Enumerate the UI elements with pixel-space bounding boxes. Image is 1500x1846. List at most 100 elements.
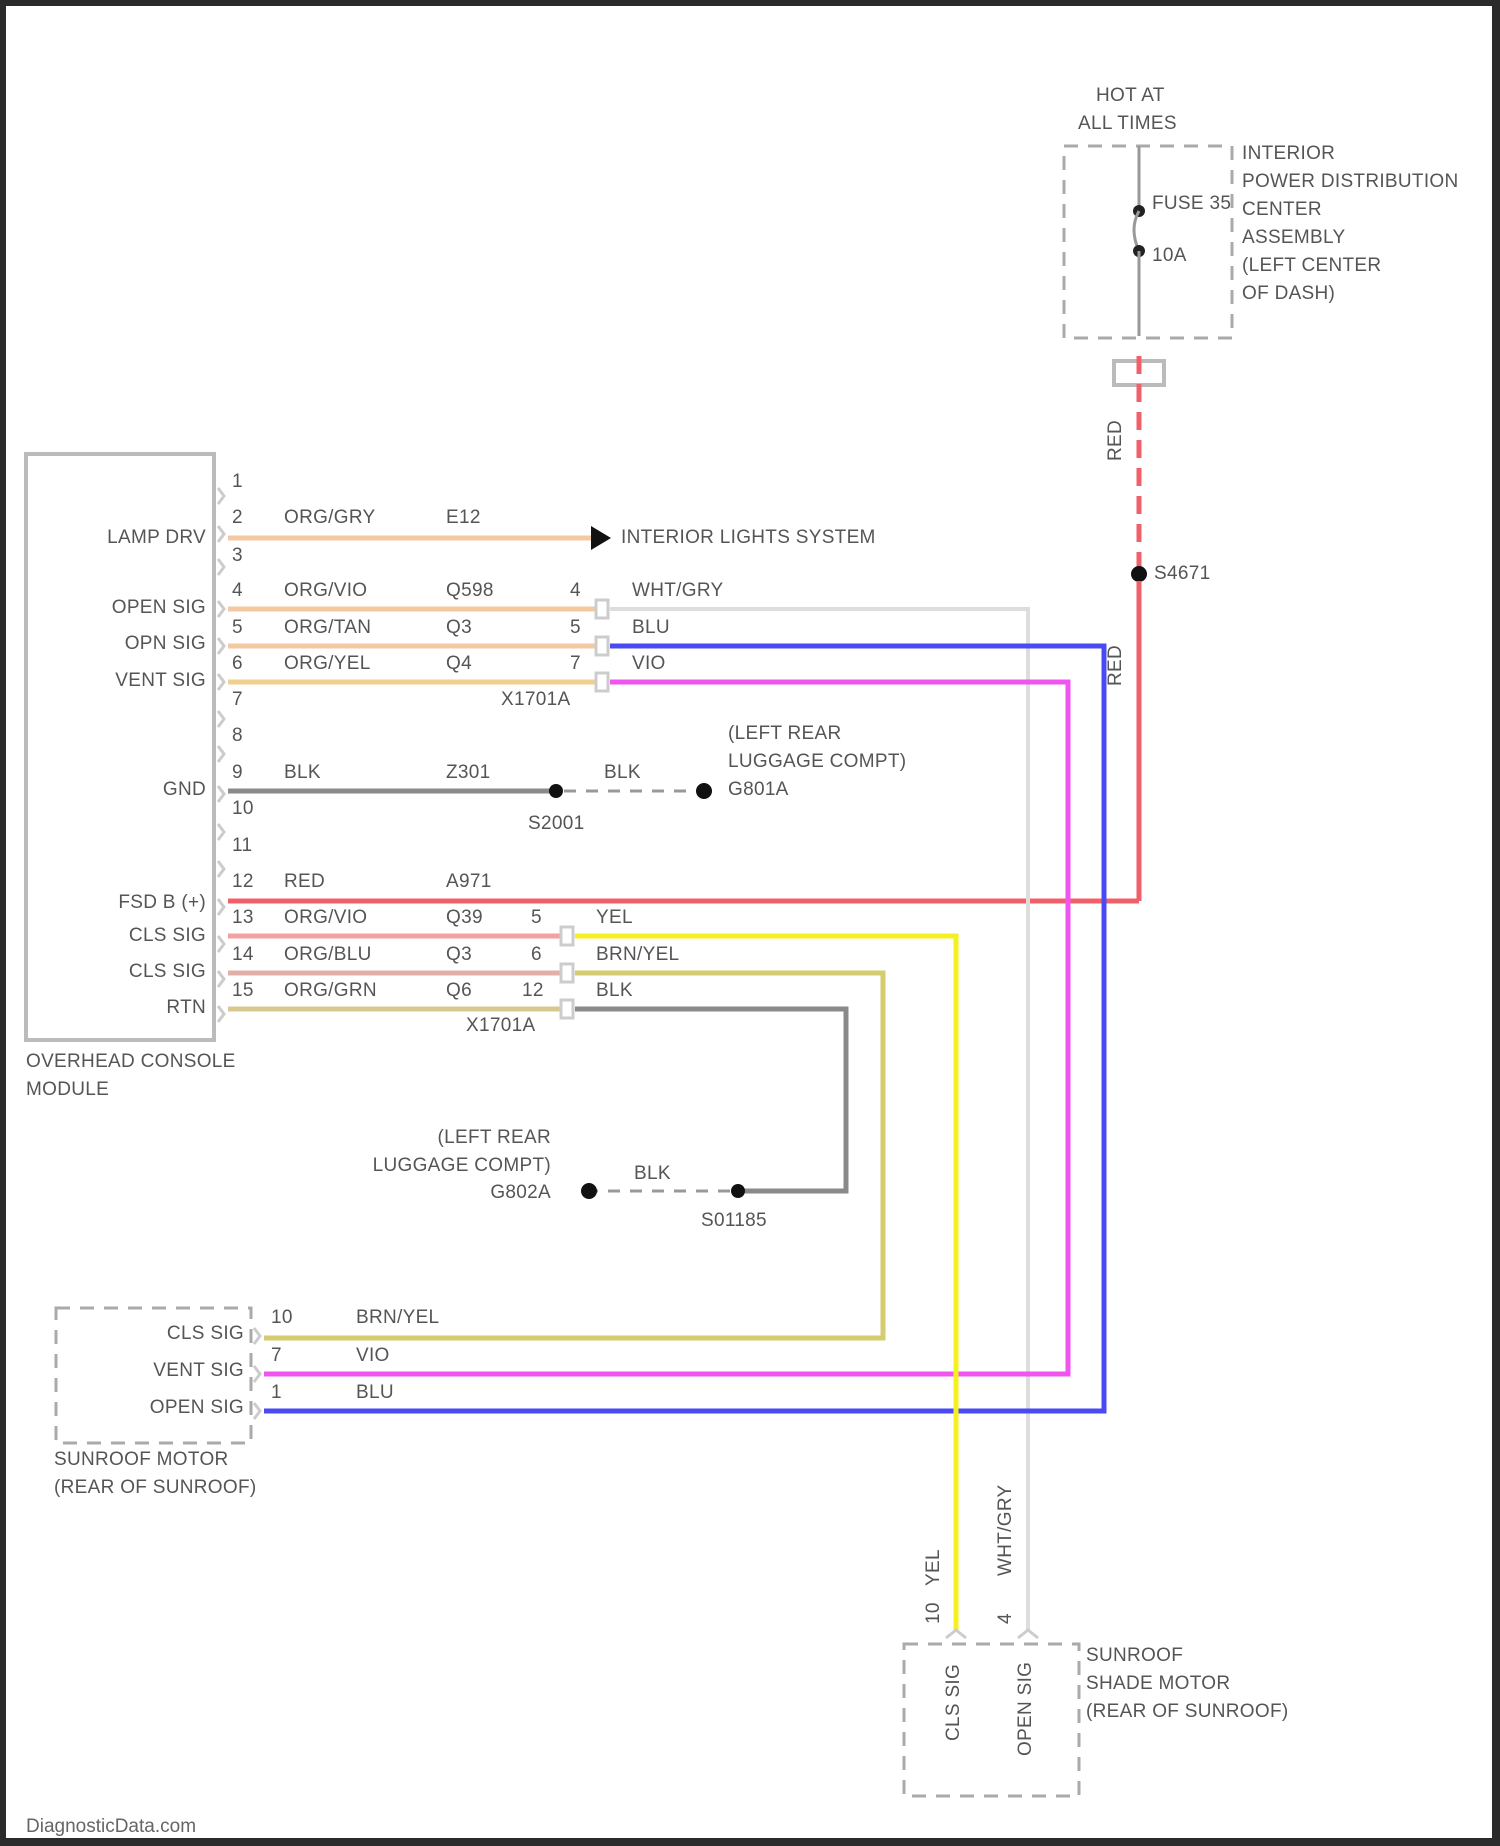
pin-number: 12 bbox=[232, 871, 254, 892]
ipdc-name-5: (LEFT CENTER bbox=[1242, 255, 1382, 276]
splice-s2001 bbox=[549, 784, 563, 798]
wire-color-code: ORG/YEL bbox=[284, 653, 371, 674]
ground-1-loc-2: LUGGAGE COMPT) bbox=[728, 751, 907, 772]
module-name-2: MODULE bbox=[26, 1079, 110, 1100]
wiring-diagram-svg bbox=[24, 144, 1234, 1798]
splice-label: S4671 bbox=[1154, 563, 1211, 584]
ipdc-name-6: OF DASH) bbox=[1242, 283, 1336, 304]
inline-connector-lower bbox=[559, 925, 575, 1020]
sunroof-motor-box bbox=[54, 1306, 253, 1445]
shade-motor-name-2: SHADE MOTOR bbox=[1086, 1673, 1231, 1694]
pin-number: 10 bbox=[232, 798, 254, 819]
shade-motor-name-1: SUNROOF bbox=[1086, 1645, 1184, 1666]
shade-pin-cls-sig: CLS SIG bbox=[943, 1663, 964, 1741]
pin-number: 13 bbox=[232, 907, 254, 928]
wire-color-code: ORG/GRY bbox=[284, 507, 376, 528]
dest-color: VIO bbox=[632, 653, 666, 674]
wire-color-code: ORG/TAN bbox=[284, 617, 372, 638]
pin-label-vent-sig: VENT SIG bbox=[115, 670, 206, 691]
pin-label-open-sig: OPEN SIG bbox=[111, 597, 206, 618]
shade-motor-name-3: (REAR OF SUNROOF) bbox=[1086, 1701, 1289, 1722]
dest-pin: 12 bbox=[522, 980, 544, 1001]
pin-number: 5 bbox=[232, 617, 243, 638]
splice-s2001-label: S2001 bbox=[528, 813, 585, 834]
dest-pin: 5 bbox=[531, 907, 542, 928]
wire-color-code: BLK bbox=[284, 762, 321, 783]
sunroof-wire-color: VIO bbox=[356, 1345, 390, 1366]
wire-color-code: RED bbox=[284, 871, 326, 892]
shade-pin-number-4: 4 bbox=[995, 1613, 1016, 1624]
sunroof-pin-number: 10 bbox=[271, 1307, 293, 1328]
wire-wht-gry bbox=[610, 607, 1030, 1631]
pin-label-fsd-b: FSD B (+) bbox=[118, 892, 206, 913]
ipdc-box bbox=[1062, 144, 1234, 340]
pin-number: 3 bbox=[232, 545, 243, 566]
pin-number: 15 bbox=[232, 980, 254, 1001]
wire-color-code: ORG/VIO bbox=[284, 580, 368, 601]
pin-number: 11 bbox=[232, 835, 253, 856]
module-connector bbox=[216, 487, 226, 1023]
wire-brn-yel bbox=[264, 970, 886, 1341]
wire-vio bbox=[264, 679, 1071, 1377]
dest-color: YEL bbox=[596, 907, 633, 928]
dest-pin: 6 bbox=[531, 944, 542, 965]
ground-1-loc-1: (LEFT REAR bbox=[728, 723, 842, 744]
sunroof-pin-open-sig: OPEN SIG bbox=[149, 1397, 244, 1418]
ground-2-id: G802A bbox=[490, 1182, 551, 1203]
module-name-1: OVERHEAD CONSOLE bbox=[26, 1051, 236, 1072]
shade-wire-wht-gry: WHT/GRY bbox=[995, 1484, 1016, 1576]
wire-circuit: Q4 bbox=[446, 653, 472, 674]
sunroof-motor-name-2: (REAR OF SUNROOF) bbox=[54, 1477, 257, 1498]
sunroof-wire-color: BRN/YEL bbox=[356, 1307, 440, 1328]
dest-color: BRN/YEL bbox=[596, 944, 680, 965]
fuse-label: FUSE 35 bbox=[1152, 193, 1232, 214]
shade-wire-yel: YEL bbox=[923, 1549, 944, 1586]
ipdc-name-1: INTERIOR bbox=[1242, 143, 1336, 164]
shade-motor-connector bbox=[945, 1628, 1039, 1640]
fuse-rating: 10A bbox=[1152, 245, 1187, 266]
dest-pin: 5 bbox=[570, 617, 581, 638]
wire-blk-rtn bbox=[575, 1006, 849, 1194]
ground-1-id: G801A bbox=[728, 779, 789, 800]
pin-label-cls-sig-2: CLS SIG bbox=[128, 961, 206, 982]
ground-g802a-icon bbox=[581, 1183, 597, 1199]
dest-pin: 7 bbox=[570, 653, 581, 674]
wire-circuit: E12 bbox=[446, 507, 481, 528]
pin-label-lamp-drv: LAMP DRV bbox=[107, 527, 206, 548]
splice-s01185-label: S01185 bbox=[701, 1210, 767, 1231]
ground-g801a-icon bbox=[696, 783, 712, 799]
sunroof-motor-name-1: SUNROOF MOTOR bbox=[54, 1449, 229, 1470]
pin-number: 1 bbox=[232, 471, 243, 492]
wire-circuit: Z301 bbox=[446, 762, 491, 783]
red-wire-label-lower: RED bbox=[1105, 644, 1126, 686]
ground-2-loc-1: (LEFT REAR bbox=[437, 1127, 551, 1148]
pin-label-cls-sig-1: CLS SIG bbox=[128, 925, 206, 946]
ground-1-wire: BLK bbox=[604, 762, 641, 783]
pin-number: 2 bbox=[232, 507, 243, 528]
pin-number: 6 bbox=[232, 653, 243, 674]
fuse-icon bbox=[1132, 210, 1141, 252]
pin-number: 8 bbox=[232, 725, 243, 746]
pin-number: 7 bbox=[232, 689, 243, 710]
splice-s01185 bbox=[731, 1184, 745, 1198]
arrow-interior-lights-icon bbox=[591, 526, 611, 550]
ground-2-wire: BLK bbox=[634, 1163, 671, 1184]
shade-pin-open-sig: OPEN SIG bbox=[1015, 1661, 1036, 1756]
sunroof-pin-vent-sig: VENT SIG bbox=[153, 1360, 244, 1381]
overhead-console-module-box bbox=[24, 452, 216, 1042]
sunroof-pin-number: 7 bbox=[271, 1345, 282, 1366]
connector-upper-label: X1701A bbox=[501, 689, 571, 710]
footer-watermark: DiagnosticData.com bbox=[26, 1816, 197, 1837]
pin-label-opn-sig: OPN SIG bbox=[124, 633, 206, 654]
dest-pin: 4 bbox=[570, 580, 581, 601]
dest-color: BLU bbox=[632, 617, 670, 638]
wire-circuit: Q6 bbox=[446, 980, 472, 1001]
splice-s4671 bbox=[1131, 566, 1147, 582]
wire-color-code: ORG/GRN bbox=[284, 980, 377, 1001]
sunroof-wire-color: BLU bbox=[356, 1382, 394, 1403]
wire-color-code: ORG/BLU bbox=[284, 944, 372, 965]
connector-lower-label: X1701A bbox=[466, 1015, 536, 1036]
dest-color: BLK bbox=[596, 980, 633, 1001]
sunroof-motor-connector bbox=[252, 1327, 262, 1420]
